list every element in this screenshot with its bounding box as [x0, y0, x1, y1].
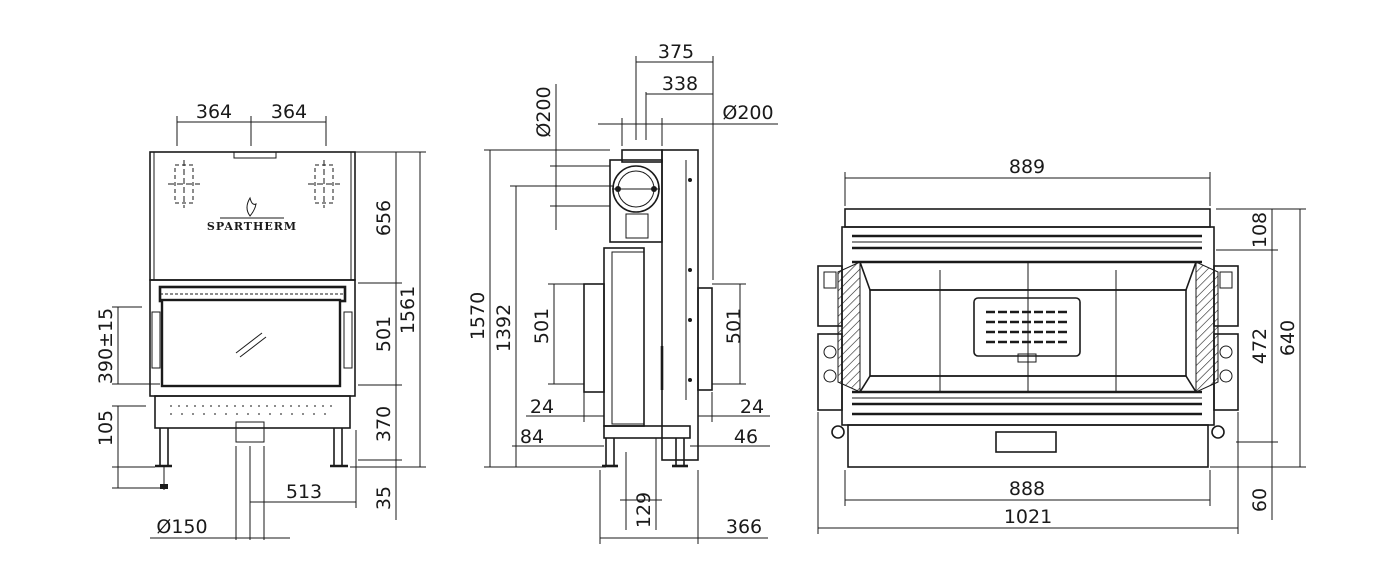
- top-bracket-right-lower: [1213, 333, 1239, 411]
- svg-text:375: 375: [658, 41, 694, 63]
- top-grate-slots: [986, 310, 1068, 344]
- front-lower-box: [154, 395, 351, 429]
- top-dim-depths: 108 472 640 60: [1210, 208, 1306, 520]
- svg-text:1570: 1570: [467, 292, 489, 340]
- side-dim-offsets: 24 84 24 46 129 366: [512, 392, 770, 544]
- svg-text:501: 501: [531, 308, 553, 344]
- svg-text:35: 35: [373, 486, 395, 510]
- svg-text:513: 513: [286, 481, 322, 503]
- svg-text:501: 501: [723, 308, 745, 344]
- side-base: [603, 425, 691, 439]
- svg-text:60: 60: [1249, 488, 1271, 512]
- front-dim-heights-left: 390±15 105: [95, 306, 160, 489]
- svg-text:129: 129: [633, 492, 655, 528]
- front-view: SPARTHERM 364: [95, 101, 426, 540]
- side-door-profile: [603, 247, 645, 427]
- top-front-strip: [847, 424, 1209, 468]
- svg-text:105: 105: [95, 410, 117, 446]
- mount-cross-right: [308, 160, 340, 208]
- top-front-inlet: [995, 431, 1057, 453]
- front-hood-notch: [233, 151, 277, 159]
- svg-text:370: 370: [373, 406, 395, 442]
- svg-text:364: 364: [271, 101, 307, 123]
- svg-text:888: 888: [1009, 478, 1045, 500]
- svg-text:390±15: 390±15: [95, 308, 117, 384]
- svg-text:656: 656: [373, 200, 395, 236]
- top-bracket-left-upper: [817, 265, 843, 327]
- svg-text:24: 24: [740, 396, 764, 418]
- top-grate: [973, 297, 1081, 357]
- svg-text:24: 24: [530, 396, 554, 418]
- side-rear-body: [661, 149, 699, 461]
- front-dim-heights-right: 656 501 370 1561 35: [350, 151, 426, 520]
- top-view: 889 888 1021 108 472 640 60: [817, 156, 1306, 534]
- svg-text:472: 472: [1249, 328, 1271, 364]
- svg-text:108: 108: [1249, 212, 1271, 248]
- mount-cross-left: [168, 160, 200, 208]
- front-dim-bottom: 513 Ø150: [150, 430, 357, 540]
- svg-text:84: 84: [520, 426, 544, 448]
- svg-text:46: 46: [734, 426, 758, 448]
- svg-text:1561: 1561: [397, 286, 419, 334]
- svg-text:Ø200: Ø200: [722, 102, 773, 124]
- side-view: 375 338 Ø200 Ø200 1570 1392 501: [467, 41, 778, 544]
- front-glass-pane: [160, 298, 342, 388]
- svg-text:Ø150: Ø150: [156, 516, 207, 538]
- side-dim-heights: 1570 1392 501 501: [467, 149, 746, 468]
- top-bracket-left-lower: [817, 333, 843, 411]
- svg-text:640: 640: [1277, 320, 1299, 356]
- side-handle-left: [583, 283, 605, 393]
- svg-text:889: 889: [1009, 156, 1045, 178]
- side-dim-depths: 375 338 Ø200 Ø200: [533, 41, 778, 280]
- top-dim-widths: 889 888 1021: [817, 156, 1239, 534]
- svg-text:366: 366: [726, 516, 762, 538]
- side-upper-body: [609, 159, 663, 243]
- top-bracket-right-upper: [1213, 265, 1239, 327]
- front-legs: [155, 428, 348, 490]
- svg-text:1021: 1021: [1004, 506, 1052, 528]
- svg-text:364: 364: [196, 101, 232, 123]
- svg-text:338: 338: [662, 73, 698, 95]
- svg-text:Ø200: Ø200: [533, 86, 555, 137]
- front-air-inlet: [235, 421, 265, 443]
- top-rear-plate: [844, 208, 1211, 228]
- front-dim-half-widths: 364 364: [176, 101, 327, 146]
- side-handle-right: [697, 287, 713, 391]
- spartherm-flame-icon: [246, 196, 257, 217]
- svg-text:501: 501: [373, 316, 395, 352]
- svg-text:1392: 1392: [493, 304, 515, 352]
- logo-text: SPARTHERM: [207, 220, 297, 233]
